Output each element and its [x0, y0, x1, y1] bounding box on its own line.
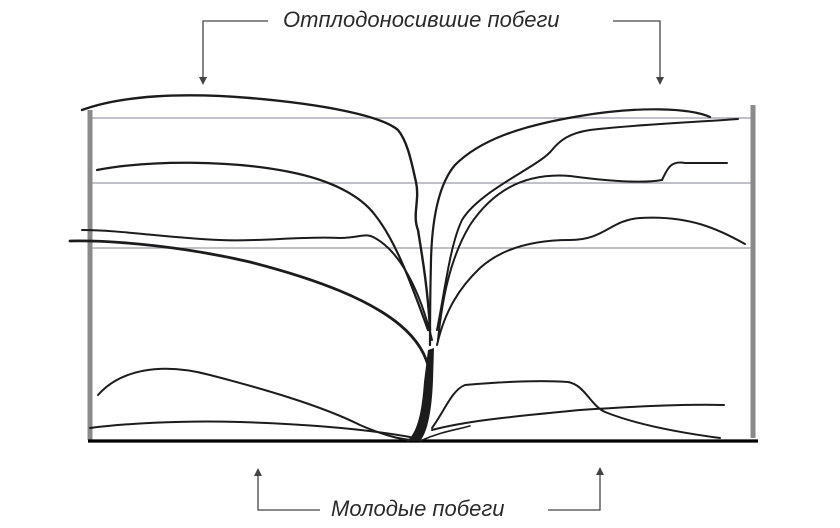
arrow-top-right-icon	[613, 20, 661, 78]
young-shoot-base	[407, 425, 471, 442]
young-shoot-right-high	[431, 380, 721, 439]
arrows	[202, 20, 661, 511]
arrowheads	[199, 77, 664, 476]
arrow-bottom-left-icon	[257, 474, 320, 511]
arrowhead-bottom-left-icon	[254, 468, 262, 476]
fruited-shoots	[68, 94, 746, 374]
fruited-shoot-top-right	[428, 108, 712, 347]
young-shoot-low-left	[89, 420, 411, 438]
fruited-shoot-wire-top-right	[436, 118, 739, 331]
arrow-bottom-right-icon	[548, 473, 601, 511]
fruited-shoot-middle-left	[95, 161, 430, 332]
arrowhead-top-right-icon	[656, 77, 664, 85]
trellis-wires	[90, 117, 752, 249]
arrow-top-left-icon	[202, 20, 268, 78]
fruited-shoot-lower-right	[436, 216, 746, 346]
arrowhead-top-left-icon	[199, 77, 207, 85]
label-young-shoots: Молодые побеги	[331, 496, 505, 521]
vine-trunk	[407, 348, 434, 441]
arrowhead-bottom-right-icon	[596, 467, 604, 475]
fruited-shoot-top-left	[80, 94, 432, 332]
fruited-shoot-longest-left	[68, 239, 432, 374]
fruited-shoot-lower-left	[81, 229, 433, 341]
young-shoot-arch-left	[97, 367, 416, 441]
young-shoot-right-low	[431, 403, 725, 431]
fruited-shoot-middle-right	[437, 161, 728, 341]
label-fruited-shoots: Отплодоносившие побеги	[283, 7, 560, 32]
young-shoots	[89, 367, 725, 442]
